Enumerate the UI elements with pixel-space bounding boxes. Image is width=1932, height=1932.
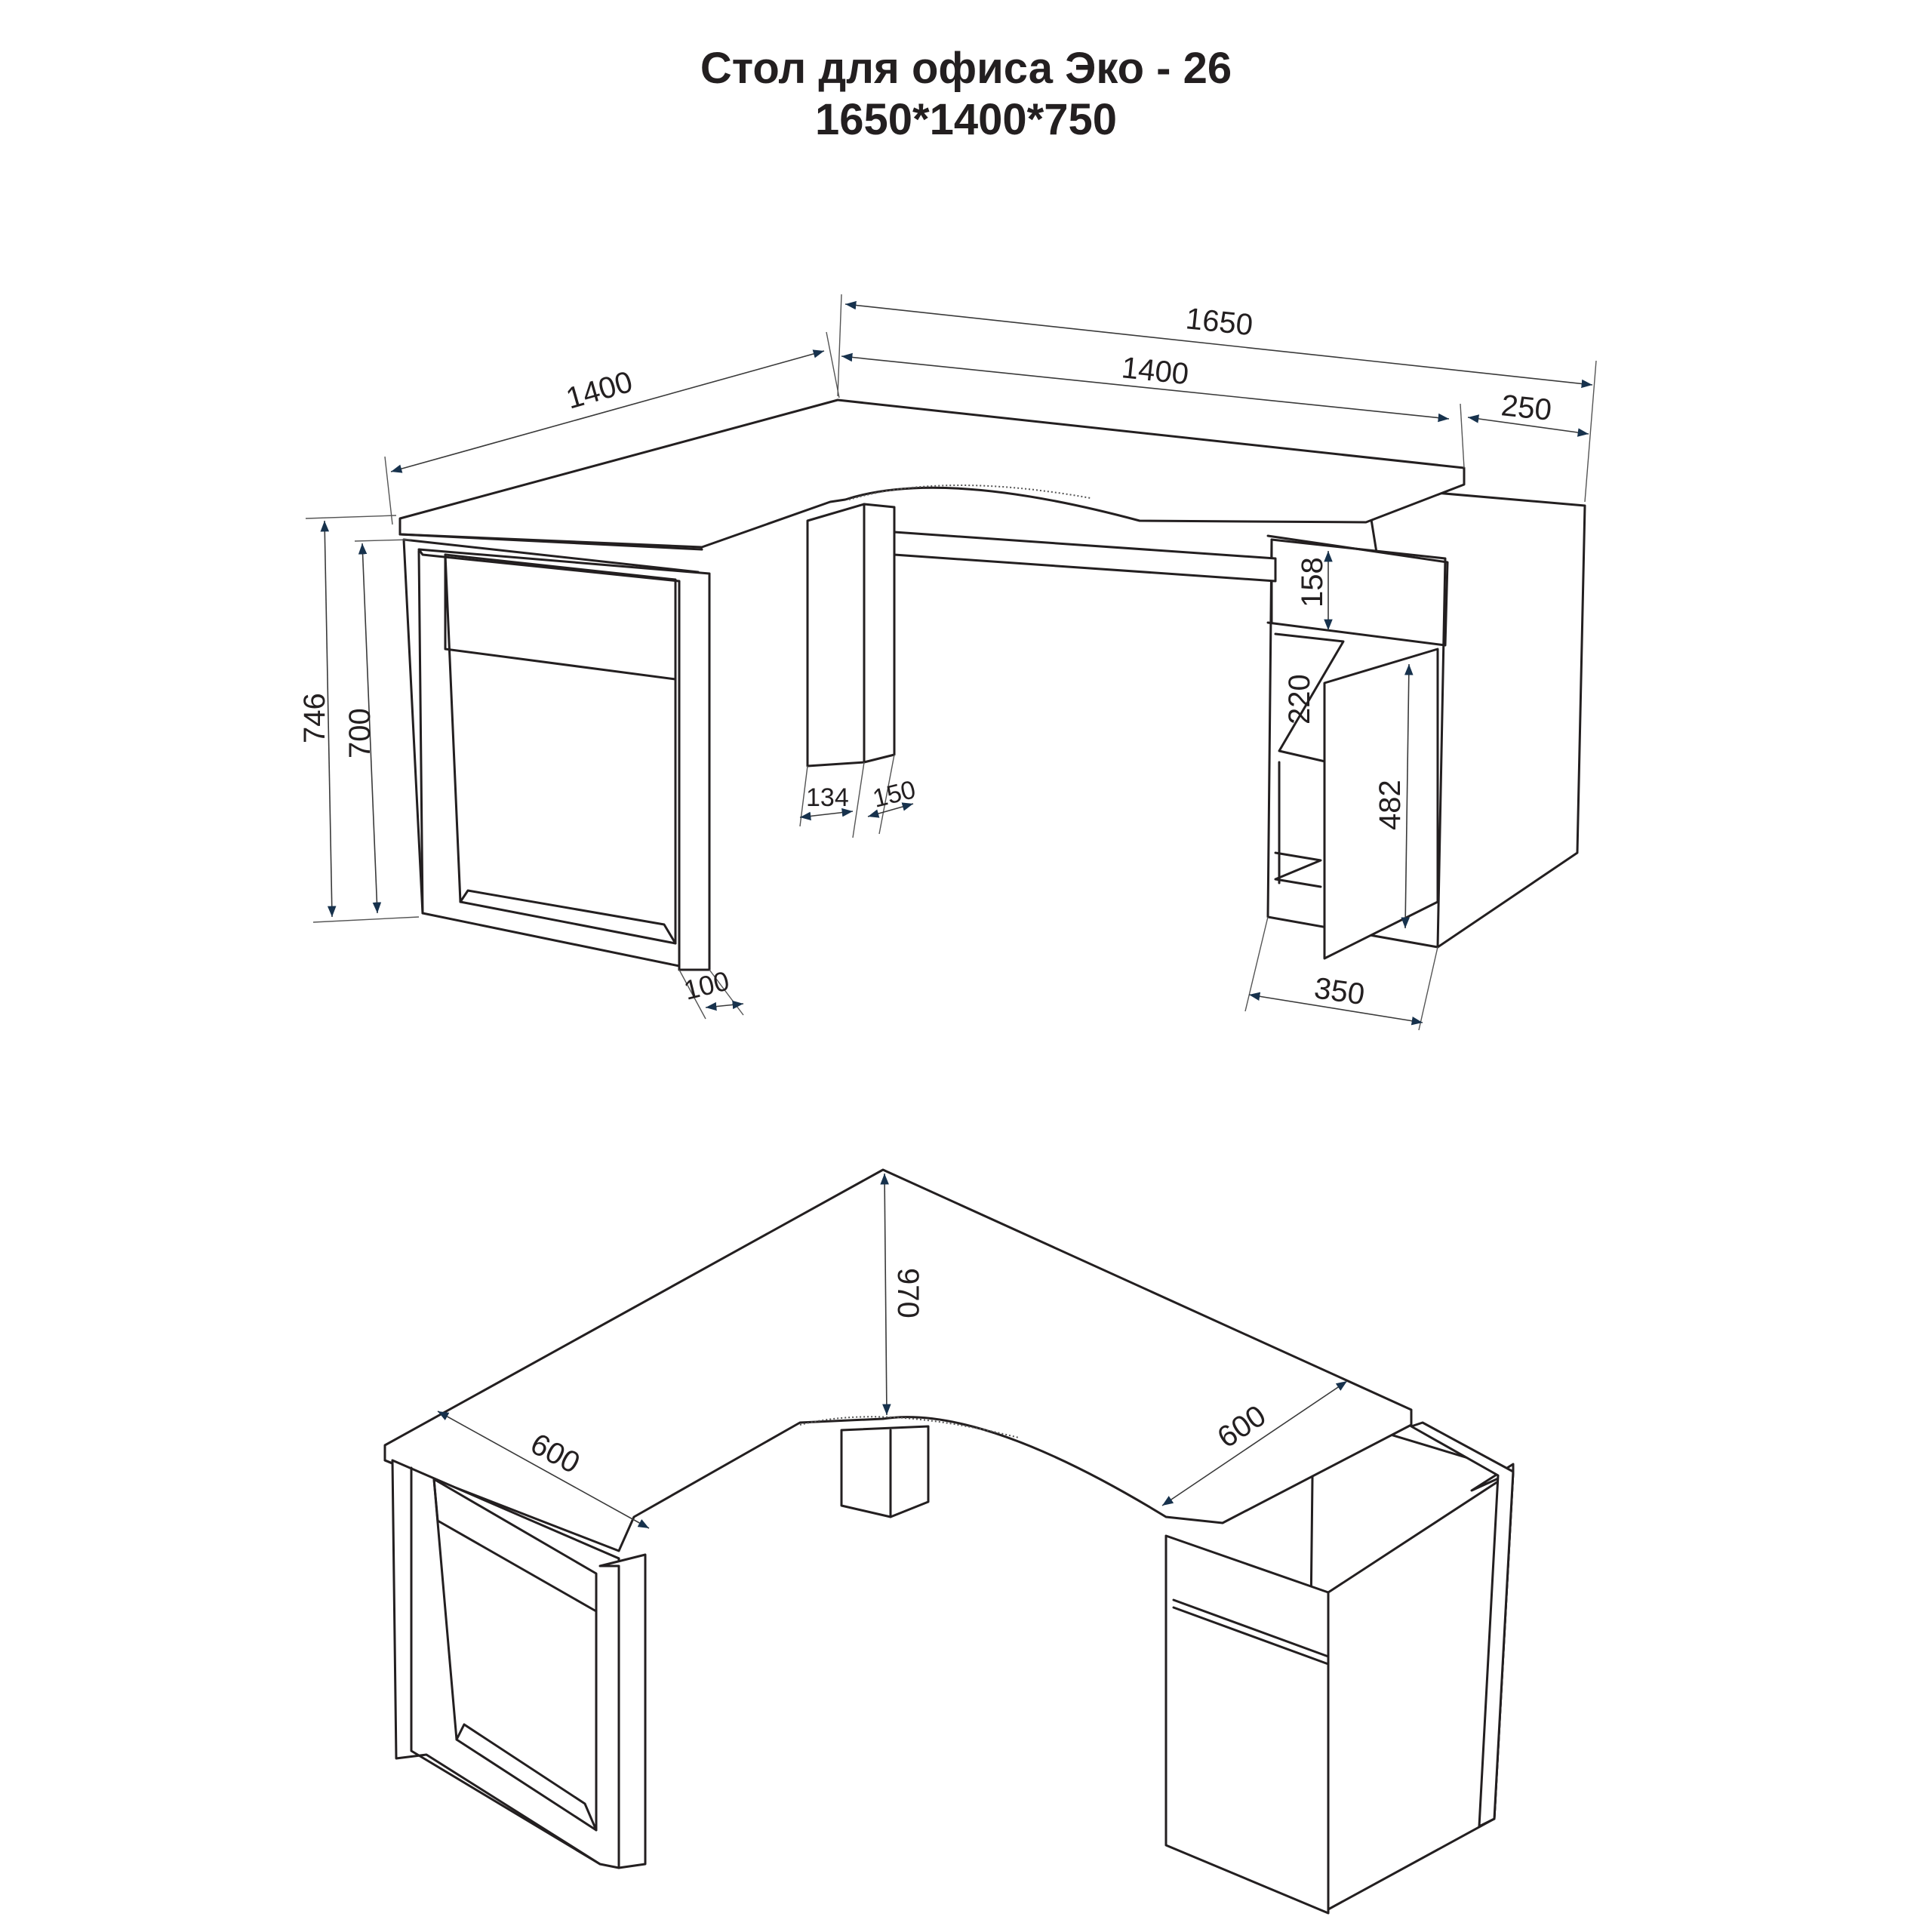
dim-panel-thickness: 100 [681,964,732,1005]
dim-cabinet-depth: 350 [1312,971,1367,1011]
diagram-subtitle-size: 1650*1400*750 [815,95,1117,144]
cabinet-drawer-front [1172,1598,1330,1666]
dim-drawer-height: 158 [1296,557,1329,608]
desk-top-surface [398,398,1466,549]
bottom-view-desk [383,1168,1515,1915]
cabinet-drawer [1266,534,1449,647]
dim-door-height: 482 [1374,780,1407,830]
modesty-panel [893,531,1277,583]
top-view-dimensions: 1400 1650 1400 250 746 700 158 220 482 [298,294,1597,1031]
corner-leg-right [863,503,896,764]
corner-leg-left [806,503,866,768]
corner-leg [840,1425,930,1518]
dim-left-width: 1400 [562,365,636,416]
dim-height-leg: 700 [343,708,377,758]
dim-shelf-gap: 220 [1283,674,1316,724]
dim-leg-a: 134 [806,783,849,812]
dim-corner-depth: 970 [891,1268,924,1318]
dim-total-width: 1650 [1184,302,1254,342]
cabinet-shelf [1274,632,1345,764]
dim-right-width: 1400 [1120,351,1190,391]
dim-height-total: 746 [298,693,331,743]
dim-extension: 250 [1500,389,1553,427]
diagram-title: Стол для офиса Эко - 26 [700,44,1232,93]
top-view-desk [398,398,1586,971]
dim-leg-b: 150 [870,775,918,814]
